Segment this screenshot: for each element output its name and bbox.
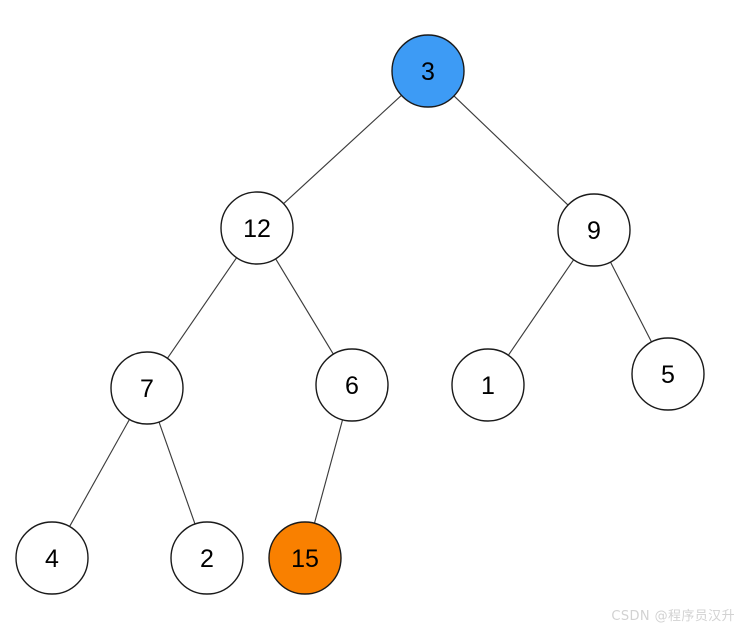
- tree-node-9[interactable]: 9: [557, 193, 631, 267]
- tree-edge-9-1: [507, 259, 575, 356]
- tree-edge-9-5: [609, 261, 653, 343]
- tree-node-6[interactable]: 6: [315, 348, 389, 422]
- tree-edge-7-2: [158, 421, 196, 525]
- tree-node-1[interactable]: 1: [451, 348, 525, 422]
- tree-edge-12-7: [166, 257, 238, 359]
- tree-node-2[interactable]: 2: [170, 521, 244, 595]
- tree-node-4[interactable]: 4: [15, 521, 89, 595]
- node-circle-6[interactable]: [315, 348, 389, 422]
- node-circle-5[interactable]: [631, 337, 705, 411]
- node-circle-15[interactable]: [268, 521, 342, 595]
- node-circle-1[interactable]: [451, 348, 525, 422]
- node-circle-12[interactable]: [220, 191, 294, 265]
- edge-layer: [69, 94, 653, 527]
- node-circle-2[interactable]: [170, 521, 244, 595]
- tree-node-5[interactable]: 5: [631, 337, 705, 411]
- tree-edge-3-12: [283, 94, 402, 205]
- tree-edge-12-6: [275, 258, 334, 355]
- node-circle-4[interactable]: [15, 521, 89, 595]
- tree-node-7[interactable]: 7: [110, 351, 184, 425]
- tree-node-12[interactable]: 12: [220, 191, 294, 265]
- tree-node-15[interactable]: 15: [268, 521, 342, 595]
- csdn-watermark: CSDN @程序员汉升: [611, 609, 735, 624]
- tree-edge-6-15: [313, 419, 344, 524]
- node-circle-9[interactable]: [557, 193, 631, 267]
- node-circle-3[interactable]: [391, 34, 465, 108]
- tree-node-3[interactable]: 3: [391, 34, 465, 108]
- node-circle-7[interactable]: [110, 351, 184, 425]
- tree-edge-7-4: [69, 419, 130, 527]
- tree-edge-3-9: [453, 95, 569, 206]
